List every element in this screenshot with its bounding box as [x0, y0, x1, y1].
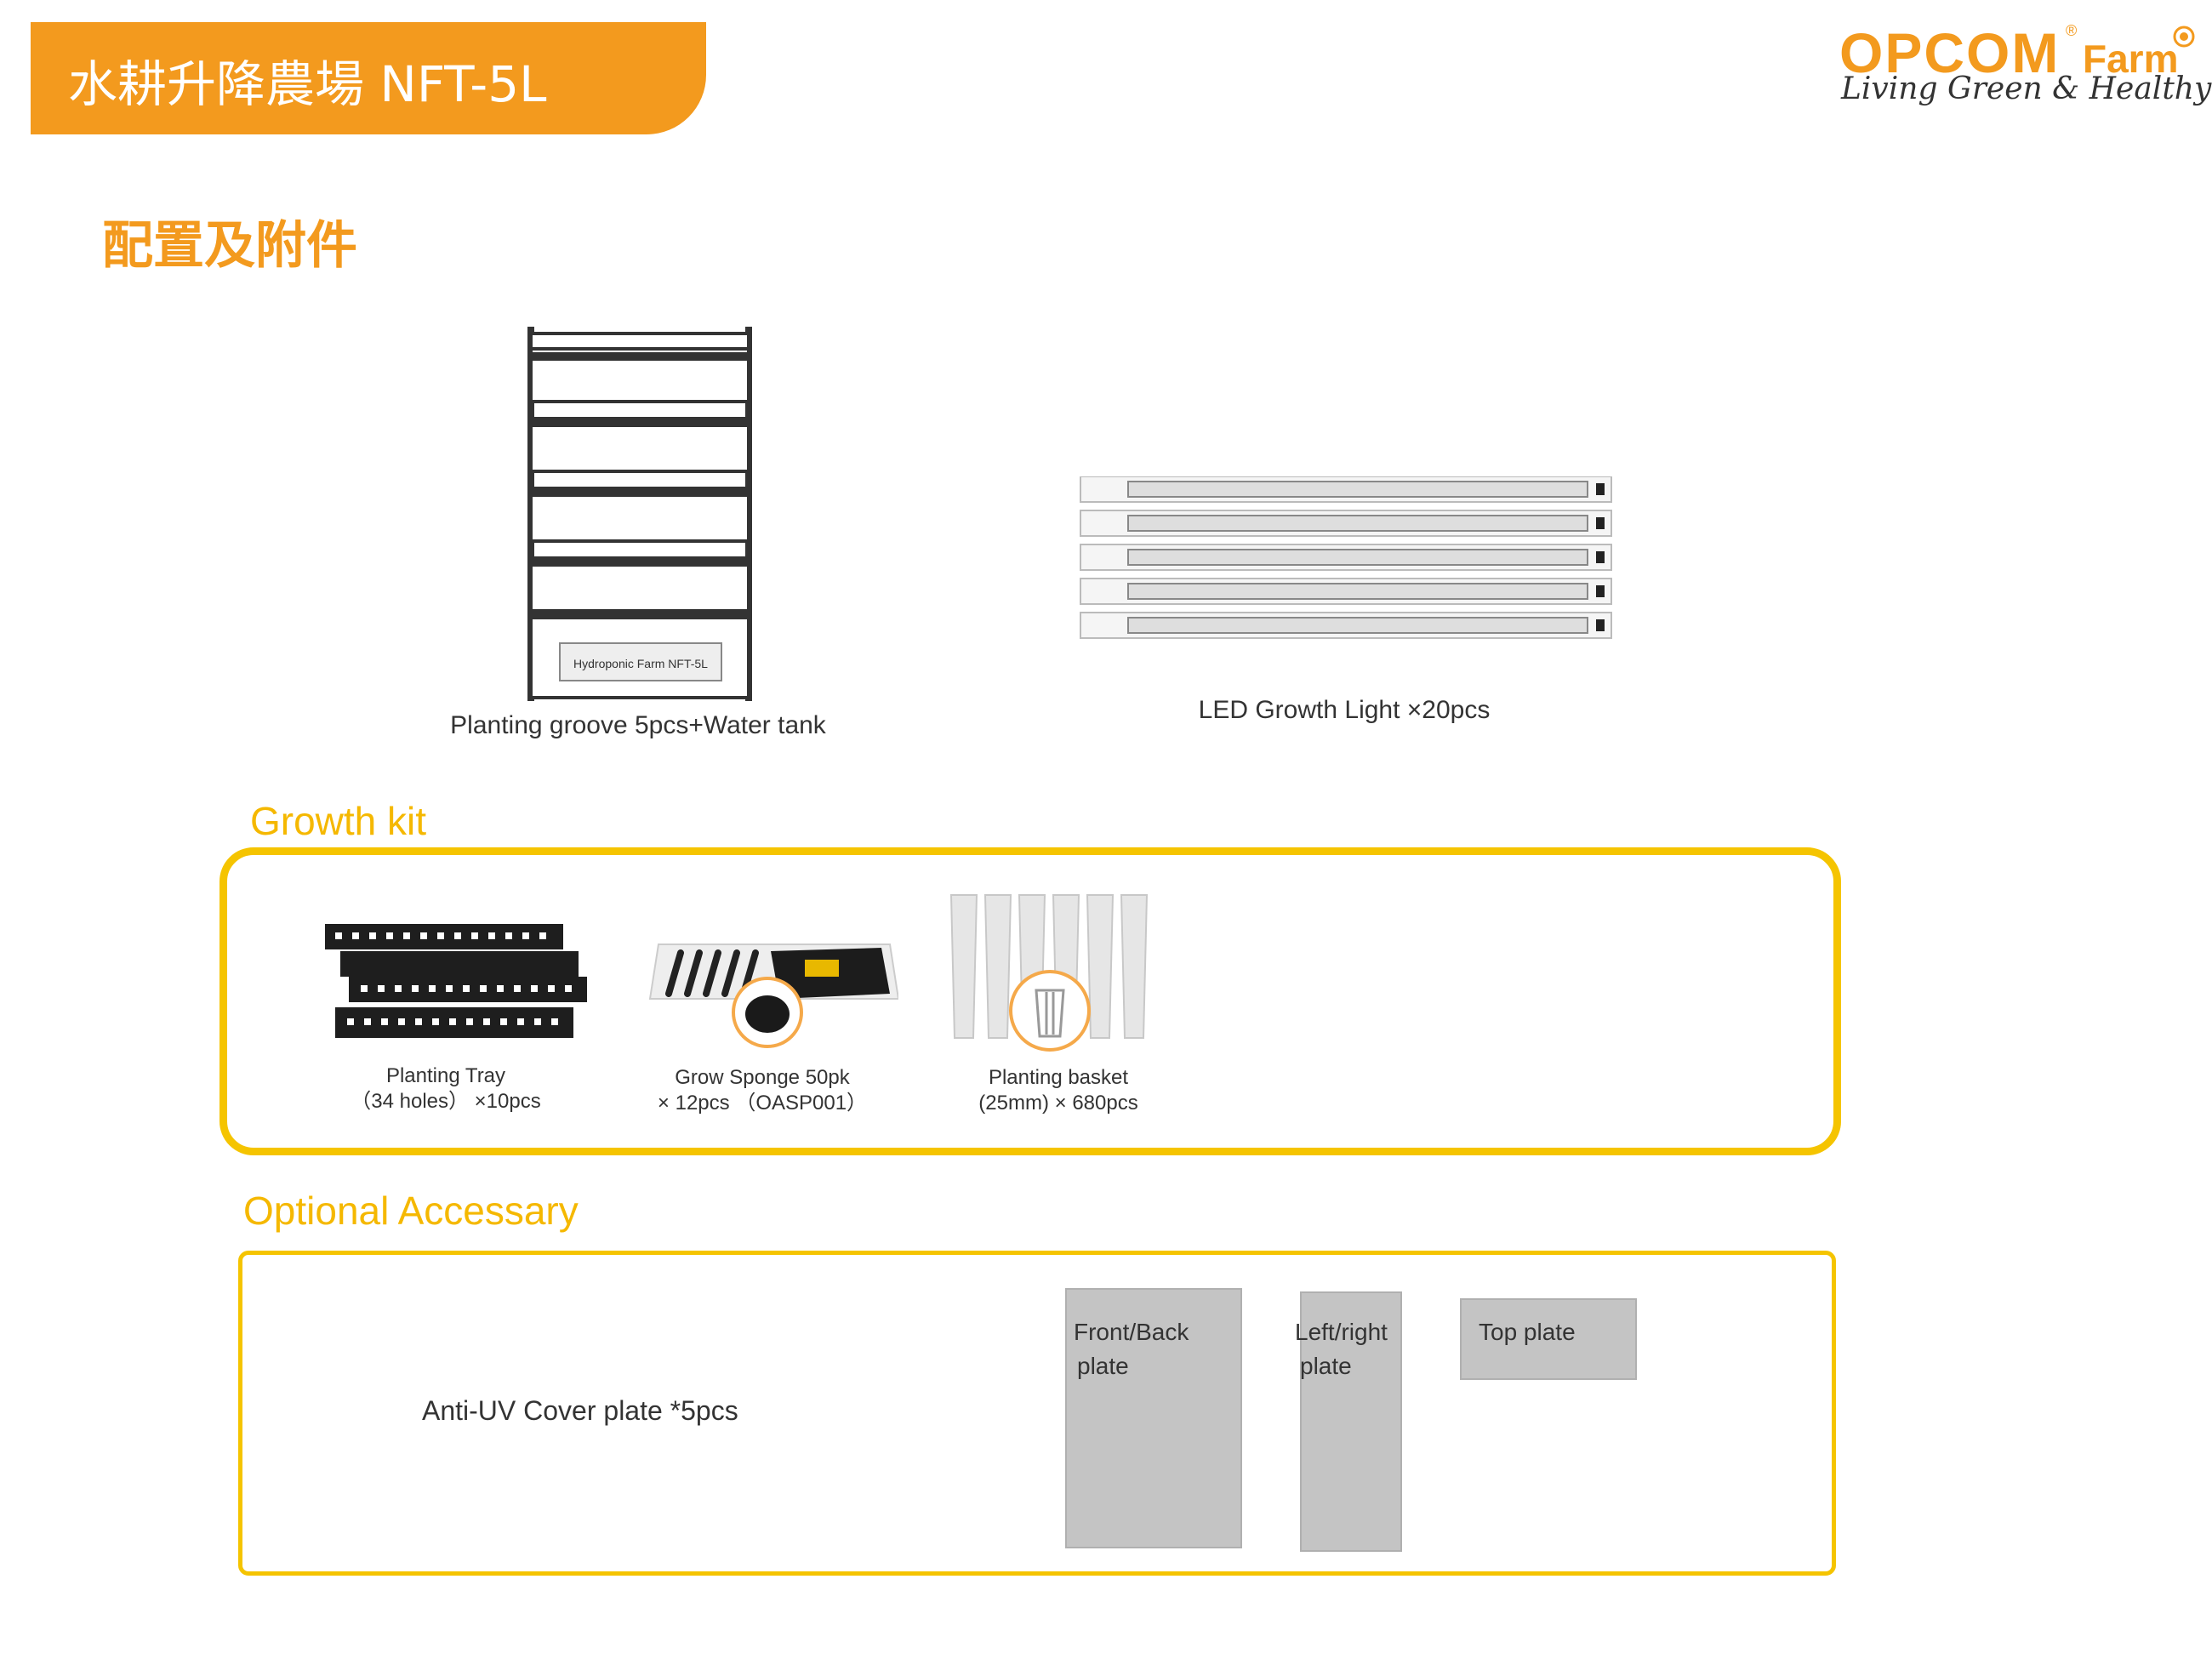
- planting-tray-illustration: [325, 924, 587, 1038]
- grow-sponge-illustration: [648, 944, 898, 1048]
- header-banner: [31, 22, 706, 134]
- planting-basket-illustration: [949, 894, 1149, 1052]
- leaf-icon: [2173, 26, 2195, 48]
- grow-sponge-caption-line2: × 12pcs （OASP001）: [657, 1092, 868, 1115]
- planting-groove-illustration: Hydroponic Farm NFT-5L: [527, 327, 752, 701]
- left-right-plate-label-line2: plate: [1300, 1353, 1352, 1379]
- tank-label: Hydroponic Farm NFT-5L: [573, 657, 708, 670]
- top-plate-label: Top plate: [1479, 1319, 1576, 1345]
- planting-basket-caption-line2: (25mm) × 680pcs: [978, 1092, 1138, 1115]
- planting-tray-caption-line1: Planting Tray: [385, 1064, 506, 1087]
- top-plate: [1460, 1298, 1637, 1380]
- growth-kit-heading: Growth kit: [250, 799, 427, 843]
- anti-uv-cover-label: Anti-UV Cover plate *5pcs: [422, 1395, 738, 1426]
- planting-basket-caption-line1: Planting basket: [988, 1066, 1129, 1089]
- planting-tray-caption-line2: （34 holes） ×10pcs: [351, 1090, 541, 1113]
- left-right-plate: [1300, 1291, 1402, 1552]
- front-back-plate-label-line1: Front/Back: [1074, 1319, 1189, 1345]
- led-light-caption: LED Growth Light ×20pcs: [1198, 696, 1491, 724]
- growth-kit-frame: [219, 847, 1841, 1155]
- left-right-plate-label-line1: Left/right: [1295, 1319, 1388, 1345]
- section-title: 配置及附件: [102, 216, 357, 276]
- optional-accessary-frame: [238, 1251, 1836, 1576]
- logo-brand: OPCOM: [1839, 21, 2061, 84]
- logo-registered-mark: ®: [2066, 22, 2078, 39]
- front-back-plate-label-line2: plate: [1077, 1353, 1129, 1379]
- led-lights-illustration: [1080, 476, 1612, 639]
- page-title: 水耕升降農場 NFT-5L: [68, 55, 547, 113]
- logo-farm: Farm: [2083, 37, 2179, 81]
- planting-groove-caption: Planting groove 5pcs+Water tank: [450, 711, 826, 739]
- optional-accessary-heading: Optional Accessary: [243, 1189, 579, 1233]
- front-back-plate: [1065, 1288, 1242, 1548]
- grow-sponge-caption-line1: Grow Sponge 50pk: [675, 1066, 850, 1089]
- logo-slogan: Living Green & Healthy: [1841, 71, 2212, 106]
